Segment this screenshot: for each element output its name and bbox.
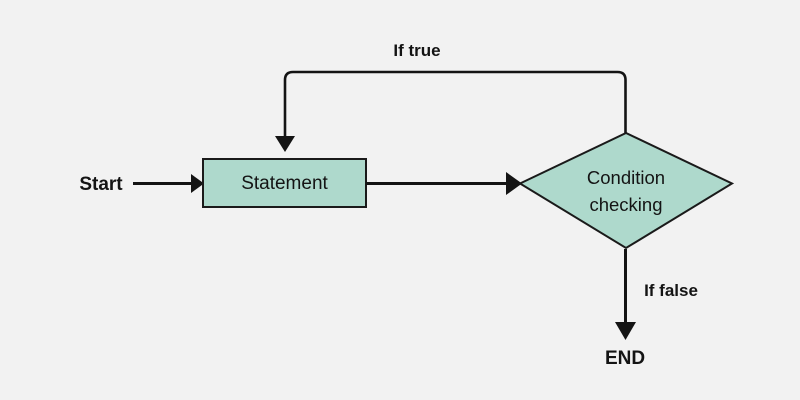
condition-diamond-label-line2: checking xyxy=(589,194,662,215)
condition-diamond-label-line1: Condition xyxy=(587,167,665,188)
statement-box-label: Statement xyxy=(241,173,328,194)
condition-to-end-arrowhead xyxy=(615,322,636,340)
end-label: END xyxy=(605,348,645,369)
if-false-label: If false xyxy=(644,281,698,300)
condition-diamond xyxy=(517,131,735,250)
loop-back-path xyxy=(283,70,627,138)
edge-condition-to-end xyxy=(615,249,636,340)
statement-to-condition-arrowhead xyxy=(506,172,522,195)
edge-condition-to-statement-loop xyxy=(275,70,627,152)
edge-start-to-statement xyxy=(133,174,204,193)
if-true-label: If true xyxy=(393,41,440,60)
start-label: Start xyxy=(79,174,123,195)
edge-statement-to-condition xyxy=(366,172,522,195)
start-to-statement-arrowhead xyxy=(191,174,204,193)
loop-back-arrowhead xyxy=(275,136,295,152)
